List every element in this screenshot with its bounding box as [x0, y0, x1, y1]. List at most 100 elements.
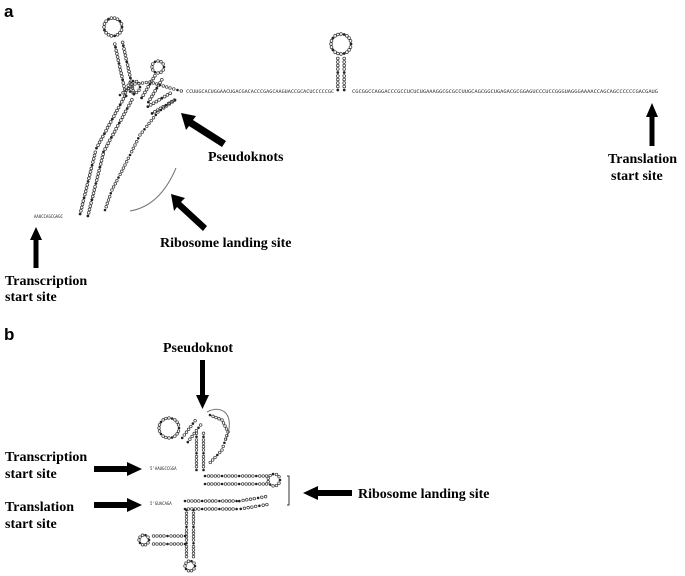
nucleotide-mark: [134, 79, 139, 84]
nucleotide-mark: [194, 441, 199, 445]
translation-start-label-a-line2: start site: [611, 169, 663, 184]
nucleotide-mark: [217, 482, 221, 486]
nucleotide-mark: [191, 535, 196, 539]
nucleotide-mark: [184, 548, 189, 552]
nucleotide-mark: [94, 178, 99, 182]
nucleotide-mark: [120, 74, 124, 79]
nucleotide-mark: [184, 528, 189, 532]
nucleotide-mark: [194, 448, 199, 452]
nucleotide-mark: [168, 86, 172, 90]
translation-start-arrow-b: [94, 498, 142, 512]
nucleotide-mark: [91, 157, 96, 161]
nucleotide-mark: [190, 434, 194, 439]
translation-start-label-b-line1: Translation: [5, 500, 74, 515]
nucleotide-mark: [143, 90, 147, 95]
nucleotide-mark: [336, 56, 340, 61]
nucleotide-mark: [151, 81, 155, 85]
nucleotide-mark: [121, 91, 125, 95]
nucleotide-mark: [172, 534, 177, 538]
nucleotide-mark: [138, 535, 142, 539]
nucleotide-mark: [127, 72, 132, 77]
ribosome-landing-arrow-b: [303, 486, 352, 500]
nucleotide-mark: [97, 168, 101, 173]
nucleotide-mark: [235, 507, 238, 511]
nucleotide-mark: [109, 34, 114, 38]
nucleotide-mark: [144, 533, 147, 537]
nucleotide-mark: [87, 173, 92, 177]
nucleotide-mark: [124, 88, 128, 93]
nucleotide-mark: [160, 78, 164, 82]
nucleotide-mark: [120, 25, 124, 29]
nucleotide-mark: [210, 482, 214, 486]
nucleotide-mark: [342, 77, 346, 82]
nucleotide-mark: [150, 112, 154, 115]
nucleotide-mark: [166, 534, 169, 538]
nucleotide-mark: [128, 80, 132, 85]
nucleotide-mark: [213, 482, 217, 486]
nucleotide-mark: [99, 137, 103, 142]
nucleotide-mark: [111, 132, 115, 137]
nucleotide-mark: [336, 84, 340, 89]
nucleotide-mark: [176, 88, 179, 92]
nucleotide-mark: [342, 56, 346, 61]
nucleotide-mark: [223, 437, 228, 441]
nucleotide-mark: [131, 79, 135, 83]
nucleotide-mark: [179, 89, 183, 93]
nucleotide-mark: [191, 528, 196, 532]
nucleotide-mark: [194, 445, 199, 449]
nucleotide-mark: [78, 212, 82, 216]
nucleotide-mark: [124, 56, 128, 61]
nucleotide-mark: [112, 16, 117, 20]
nucleotide-mark: [93, 184, 97, 189]
nucleotide-mark: [234, 474, 238, 478]
nucleotide-mark: [140, 96, 144, 100]
nucleotide-mark: [165, 85, 169, 89]
nucleotide-mark: [169, 542, 173, 546]
nucleotide-mark: [161, 418, 165, 422]
nucleotide-mark: [120, 115, 125, 119]
nucleotide-mark: [159, 420, 163, 424]
nucleotide-mark: [107, 123, 111, 127]
nucleotide-mark: [185, 525, 188, 528]
nucleotide-mark: [146, 85, 150, 89]
nucleotide-mark: [210, 499, 215, 503]
nucleotide-mark: [331, 36, 335, 40]
nucleotide-mark: [156, 71, 160, 75]
nucleotide-mark: [329, 39, 334, 43]
nucleotide-mark: [92, 188, 97, 192]
tail-sequence: CGCGGCCAGGACCCGCCUCUCUGAAAGGCGCGCCUUGCAG…: [352, 89, 659, 94]
nucleotide-mark: [189, 424, 193, 429]
nucleotide-mark: [93, 150, 98, 155]
nucleotide-mark: [336, 32, 340, 37]
nucleotide-mark: [124, 94, 128, 98]
nucleotide-mark: [156, 110, 160, 114]
nucleotide-mark: [114, 45, 117, 49]
nucleotide-mark: [115, 52, 119, 56]
nucleotide-mark: [228, 499, 232, 503]
nucleotide-mark: [202, 468, 205, 472]
nucleotide-mark: [151, 534, 156, 538]
nucleotide-mark: [221, 507, 225, 511]
nucleotide-mark: [89, 166, 94, 171]
nucleotide-mark: [194, 429, 199, 433]
nucleotide-mark: [121, 166, 126, 170]
nucleotide-mark: [87, 207, 92, 212]
nucleotide-mark: [254, 482, 258, 486]
nucleotide-mark: [177, 426, 181, 430]
nucleotide-mark: [268, 473, 272, 478]
nucleotide-mark: [201, 431, 206, 435]
nucleotide-mark: [191, 538, 196, 542]
nucleotide-mark: [251, 482, 255, 486]
nucleotide-mark: [333, 50, 337, 54]
ribosome-landing-site-label-b: Ribosome landing site: [358, 487, 489, 502]
nucleotide-mark: [85, 183, 90, 187]
nucleotide-mark: [339, 52, 343, 56]
nucleotide-mark: [123, 53, 128, 58]
nucleotide-mark: [153, 110, 157, 114]
nucleotide-mark: [160, 96, 164, 100]
nucleotide-mark: [194, 438, 199, 442]
nucleotide-mark: [137, 82, 141, 86]
nucleotide-mark: [155, 86, 159, 90]
stem-loop-cluster: [78, 16, 183, 218]
nucleotide-mark: [226, 430, 230, 434]
